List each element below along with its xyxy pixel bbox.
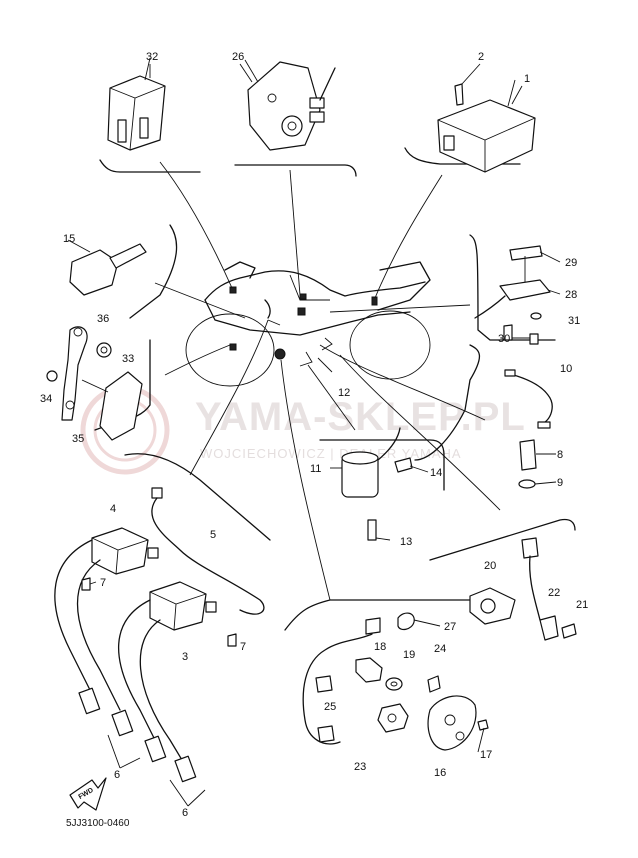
callout-31: 31	[568, 315, 580, 327]
callout-27: 27	[444, 621, 456, 633]
callout-32: 32	[146, 51, 158, 63]
callout-20: 20	[484, 560, 496, 572]
callout-10: 10	[560, 363, 572, 375]
fwd-arrow-icon: FWD	[69, 777, 107, 811]
callout-19: 19	[403, 649, 415, 661]
callout-12: 12	[338, 387, 350, 399]
part-3-ignition-coil	[149, 581, 217, 631]
part-18-bolt	[355, 657, 383, 683]
callout-29: 29	[565, 257, 577, 269]
motorcycle-silhouette	[185, 261, 431, 387]
callout-16: 16	[434, 767, 446, 779]
part-27-clamp	[397, 612, 415, 631]
callout-18: 18	[374, 641, 386, 653]
callout-6a: 6	[114, 769, 120, 781]
watermark-sub: WOJCIECHOWICZ | DEALER YAMAHA	[200, 446, 462, 461]
callout-7b: 7	[240, 641, 246, 653]
part-26-throttle-sensor	[244, 59, 336, 151]
part-35-bracket	[46, 326, 143, 441]
callout-7a: 7	[100, 577, 106, 589]
callout-5: 5	[210, 529, 216, 541]
part-24-screw	[427, 675, 441, 693]
callout-9: 9	[557, 477, 563, 489]
callout-2: 2	[478, 51, 484, 63]
callout-22: 22	[548, 587, 560, 599]
part-20-speed-sensor	[469, 537, 577, 641]
part-10-lead	[504, 369, 553, 489]
callout-25: 25	[324, 701, 336, 713]
part-4-ignition-coil	[91, 527, 159, 575]
callout-15: 15	[63, 233, 75, 245]
callout-numbers: 32 26 2 1 15 29 28 36 31 30 33 10 12 34 …	[40, 51, 588, 819]
part-1-control-unit	[437, 79, 536, 173]
leader-lines	[154, 161, 501, 601]
callout-6b: 6	[182, 807, 188, 819]
callout-36: 36	[97, 313, 109, 325]
callout-3: 3	[182, 651, 188, 663]
callout-26: 26	[232, 51, 244, 63]
part-32-relay	[107, 57, 166, 151]
callout-34: 34	[40, 393, 52, 405]
callout-17: 17	[480, 749, 492, 761]
part-12	[317, 357, 333, 373]
callout-8: 8	[557, 449, 563, 461]
part-6-plug-leads	[54, 539, 237, 783]
watermark: YAMA-SKLEP.PL WOJCIECHOWICZ | DEALER YAM…	[80, 385, 526, 475]
callout-11: 11	[310, 463, 321, 475]
part-25-lead	[302, 617, 381, 745]
callout-28: 28	[565, 289, 577, 301]
part-11-starter-relay	[341, 427, 413, 541]
callout-14: 14	[430, 467, 442, 479]
group-brackets	[94, 147, 576, 631]
callout-1: 1	[524, 73, 530, 85]
small-screws	[503, 324, 513, 341]
part-23-pickup	[377, 703, 409, 733]
location-marks	[229, 286, 378, 367]
diagram-code: 5JJ3100-0460	[66, 818, 130, 829]
part-15-sensor	[67, 239, 147, 296]
part-19-washer	[385, 677, 403, 691]
callout-33: 33	[122, 353, 134, 365]
callout-21: 21	[576, 599, 588, 611]
part-5-harness	[151, 487, 265, 615]
callout-35: 35	[72, 433, 84, 445]
callout-4: 4	[110, 503, 116, 515]
watermark-main: YAMA-SKLEP.PL	[195, 395, 526, 439]
callout-30: 30	[498, 333, 510, 345]
callout-24: 24	[434, 643, 446, 655]
callout-23: 23	[354, 761, 366, 773]
callout-ticks	[89, 63, 561, 807]
part-28-switch	[474, 245, 551, 345]
callout-13: 13	[400, 536, 412, 548]
part-16-plate	[427, 695, 489, 751]
